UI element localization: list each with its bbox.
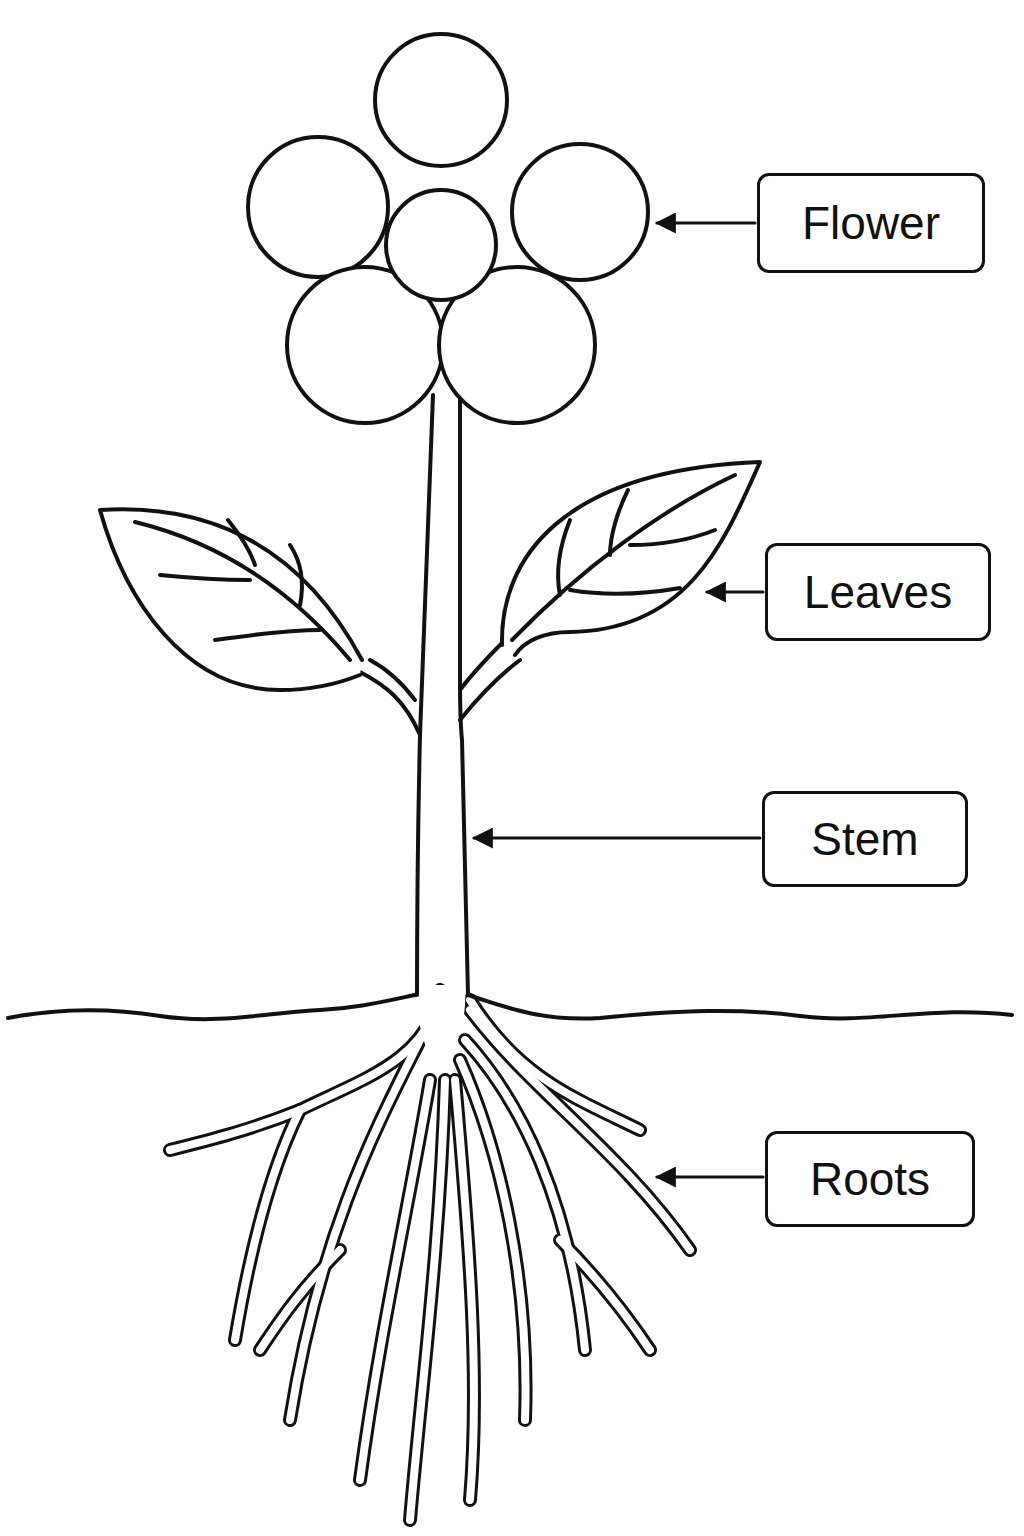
roots-drawing <box>170 985 690 1520</box>
part-label: Flower <box>802 200 940 246</box>
ground-line <box>8 995 415 1019</box>
label-box: Roots <box>765 1131 975 1227</box>
label-box: Stem <box>762 791 968 887</box>
leader-arrow <box>657 222 755 225</box>
stem-drawing <box>460 398 468 995</box>
leader-arrow <box>657 1176 763 1179</box>
label-box: Flower <box>757 173 985 273</box>
part-label: Stem <box>811 816 918 862</box>
flower-drawing <box>248 34 648 423</box>
stem-drawing <box>417 395 433 995</box>
part-label: Leaves <box>804 569 952 615</box>
leaf-drawing <box>100 509 420 735</box>
label-box: Leaves <box>765 543 991 641</box>
part-label: Roots <box>810 1156 930 1202</box>
leader-arrow <box>707 591 763 594</box>
leader-arrow <box>474 837 760 840</box>
ground-line <box>468 995 1012 1019</box>
